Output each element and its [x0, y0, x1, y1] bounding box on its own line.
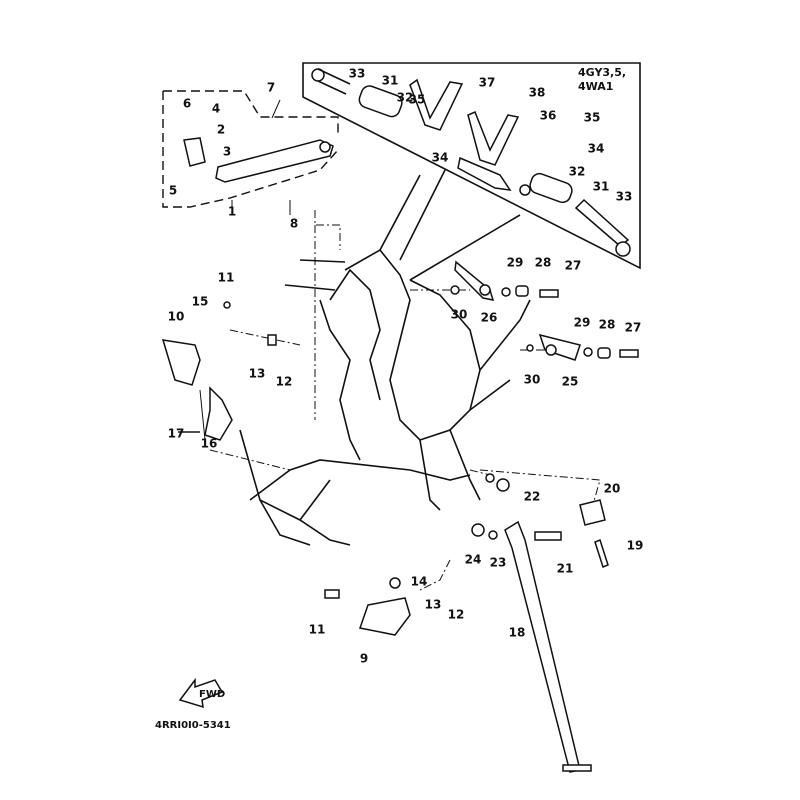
callout: 29 — [574, 316, 591, 330]
callout: 33 — [616, 190, 633, 204]
callout: 20 — [604, 482, 621, 496]
footrest-bracket-arm — [457, 156, 512, 191]
callout: 35 — [409, 93, 426, 107]
callout: 38 — [529, 86, 546, 100]
callout: 17 — [168, 427, 185, 441]
callout: 7 — [267, 81, 275, 95]
callout: 27 — [565, 259, 582, 273]
callout: 21 — [557, 562, 574, 576]
callout: 9 — [360, 652, 368, 666]
callout: 10 — [168, 310, 185, 324]
fwd-arrow-icon: FWD — [178, 677, 225, 709]
callout: 13 — [249, 367, 266, 381]
inset-panel-border — [302, 62, 641, 270]
callout: 35 — [584, 111, 601, 125]
callout: 22 — [524, 490, 541, 504]
footrest-bracket-lower — [467, 111, 520, 166]
inset-models-line2: 4WA1 — [578, 80, 613, 93]
footrest-rubber-upper — [358, 85, 403, 118]
callout: 14 — [411, 575, 428, 589]
callout: 27 — [625, 321, 642, 335]
shift-group-box-lower — [162, 91, 339, 208]
footrest-bracket-upper — [409, 78, 464, 131]
inset-callouts: 33 31 37 32 38 35 36 35 34 34 32 31 33 — [349, 67, 633, 204]
callout: 32 — [569, 165, 586, 179]
side-stand — [504, 520, 581, 773]
callout: 8 — [290, 217, 298, 231]
callout: 3 — [223, 145, 231, 159]
callout: 11 — [218, 271, 235, 285]
callout: 12 — [276, 375, 293, 389]
callout: 29 — [507, 256, 524, 270]
stand-bolt — [534, 531, 562, 541]
callout: 2 — [217, 123, 225, 137]
peg-25 — [538, 333, 581, 361]
frame-main — [344, 248, 481, 441]
callout: 18 — [509, 626, 526, 640]
callout: 15 — [192, 295, 209, 309]
fwd-arrow-text: FWD — [199, 689, 225, 700]
shift-pedal — [215, 139, 334, 183]
footrest-left — [161, 339, 201, 386]
stand-spring — [594, 539, 609, 568]
footrest-pin-lower — [574, 198, 630, 247]
callout: 28 — [599, 318, 616, 332]
inset-models-line1: 4GY3,5, — [578, 66, 626, 79]
callout: 11 — [309, 623, 326, 637]
callout: 24 — [465, 553, 482, 567]
callout: 33 — [349, 67, 366, 81]
callout: 31 — [593, 180, 610, 194]
callout: 34 — [588, 142, 605, 156]
spring-hook — [579, 499, 606, 526]
side-stand-foot — [562, 764, 592, 772]
callout: 5 — [169, 184, 177, 198]
callout: 32 — [397, 91, 414, 105]
callout: 30 — [451, 308, 468, 322]
callout: 28 — [535, 256, 552, 270]
callout: 19 — [627, 539, 644, 553]
callout: 1 — [228, 205, 236, 219]
callout: 36 — [540, 109, 557, 123]
footrest-bracket-left — [204, 386, 233, 441]
footrest-right — [359, 597, 411, 636]
callout: 31 — [382, 74, 399, 88]
callout: 6 — [183, 97, 191, 111]
callout: 25 — [562, 375, 579, 389]
callout: 37 — [479, 76, 496, 90]
shift-pivot — [319, 141, 331, 153]
callout: 34 — [432, 151, 449, 165]
callout: 16 — [201, 437, 218, 451]
callout: 12 — [448, 608, 465, 622]
callout: 30 — [524, 373, 541, 387]
main-callouts: 6 4 2 3 5 7 8 1 11 15 10 13 12 17 16 29 … — [168, 81, 644, 666]
callout: 26 — [481, 311, 498, 325]
shift-tip — [183, 137, 206, 167]
diagram-code: 4RRI0I0-5341 — [155, 720, 231, 731]
callout: 4 — [212, 102, 220, 116]
footrest-rubber-lower — [529, 172, 573, 204]
callout: 13 — [425, 598, 442, 612]
callout: 23 — [490, 556, 507, 570]
